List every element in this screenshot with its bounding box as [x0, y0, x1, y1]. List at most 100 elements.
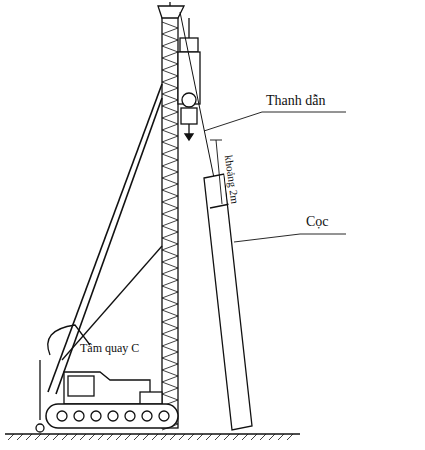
stroke	[162, 34, 178, 40]
stroke	[26, 434, 32, 440]
stroke	[162, 256, 178, 262]
stroke	[242, 434, 248, 440]
boom-back	[56, 98, 162, 394]
stroke	[71, 434, 77, 440]
stroke	[162, 316, 178, 322]
stroke	[162, 310, 178, 316]
road-wheel	[57, 411, 67, 421]
stroke	[125, 434, 131, 440]
road-wheel	[142, 411, 152, 421]
stroke	[162, 148, 178, 154]
boom-front	[48, 84, 162, 392]
stroke	[162, 370, 178, 376]
ground-hatch	[8, 434, 293, 440]
hammer-tip	[185, 134, 193, 140]
stroke	[162, 322, 178, 328]
stroke	[162, 394, 178, 400]
stroke	[162, 184, 178, 190]
stroke	[35, 434, 41, 440]
label: Thanh dẫn	[266, 94, 325, 108]
stroke	[162, 166, 178, 172]
stroke	[170, 434, 176, 440]
stroke	[162, 70, 178, 76]
brace	[62, 246, 162, 360]
road-wheel	[108, 411, 118, 421]
stroke	[143, 434, 149, 440]
stroke	[162, 58, 178, 64]
stroke	[162, 136, 178, 142]
stroke	[89, 434, 95, 440]
mast-lattice	[162, 22, 178, 430]
stroke	[162, 52, 178, 58]
stroke	[179, 434, 185, 440]
dimension-line	[216, 140, 222, 204]
stroke	[162, 28, 178, 34]
stroke	[162, 202, 178, 208]
leader-line	[234, 234, 300, 242]
mast-tip	[169, 2, 170, 6]
stroke	[53, 434, 59, 440]
stroke	[224, 434, 230, 440]
stroke	[162, 286, 178, 292]
leader-line	[262, 112, 346, 113]
stroke	[162, 346, 178, 352]
stroke	[162, 376, 178, 382]
stroke	[162, 100, 178, 106]
stroke	[162, 106, 178, 112]
leader-line	[204, 112, 262, 131]
stroke	[251, 434, 257, 440]
stroke	[162, 88, 178, 94]
stroke	[162, 130, 178, 136]
stroke	[215, 434, 221, 440]
stroke	[162, 298, 178, 304]
stroke	[188, 434, 194, 440]
stroke	[162, 22, 178, 28]
stroke	[162, 208, 178, 214]
stroke	[162, 280, 178, 286]
stroke	[162, 160, 178, 166]
stroke	[162, 40, 178, 46]
stroke	[152, 434, 158, 440]
hammer-cap	[181, 108, 197, 124]
stroke	[162, 244, 178, 250]
stroke	[162, 232, 178, 238]
stroke	[162, 352, 178, 358]
stroke	[269, 434, 275, 440]
stroke	[134, 434, 140, 440]
stroke	[17, 434, 23, 440]
pile-cable	[180, 12, 214, 178]
road-wheel	[125, 411, 135, 421]
label: Tâm quay C	[80, 342, 139, 354]
stroke	[162, 178, 178, 184]
stroke	[162, 274, 178, 280]
stroke	[162, 112, 178, 118]
road-wheel	[159, 411, 169, 421]
stroke	[162, 382, 178, 388]
stroke	[162, 358, 178, 364]
winch	[140, 392, 162, 404]
stroke	[197, 434, 203, 440]
stroke	[44, 434, 50, 440]
stroke	[206, 434, 212, 440]
stroke	[162, 262, 178, 268]
stroke	[162, 46, 178, 52]
stroke	[162, 364, 178, 370]
hammer-drum	[182, 93, 196, 107]
crawler-track	[46, 404, 178, 428]
stroke	[161, 434, 167, 440]
label: Cọc	[306, 215, 329, 229]
stroke	[233, 434, 239, 440]
stroke	[162, 220, 178, 226]
stroke	[62, 434, 68, 440]
cab-body	[64, 372, 150, 404]
stroke	[162, 190, 178, 196]
stroke	[162, 292, 178, 298]
hammer-top	[180, 38, 198, 52]
stroke	[107, 434, 113, 440]
crawler-wheels	[57, 411, 169, 421]
hammer-rod	[188, 124, 189, 134]
stroke	[162, 82, 178, 88]
stroke	[162, 250, 178, 256]
